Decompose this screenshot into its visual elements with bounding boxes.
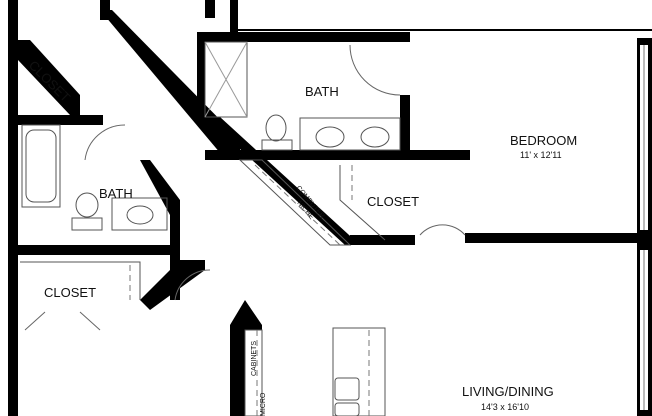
micro-label: MICRO bbox=[260, 392, 267, 416]
fixtures bbox=[20, 41, 401, 416]
closet-left-label: CLOSET bbox=[44, 285, 96, 300]
bedroom-size: 11' x 12'11 bbox=[520, 150, 562, 160]
bath-top-label: BATH bbox=[305, 84, 339, 99]
living-dining-label: LIVING/DINING bbox=[462, 384, 554, 399]
living-dining-size: 14'3 x 16'10 bbox=[481, 402, 529, 412]
walls bbox=[8, 0, 652, 416]
cabinets-label: CABINETS bbox=[251, 341, 258, 376]
bedroom-label: BEDROOM bbox=[510, 133, 577, 148]
doors bbox=[24, 44, 466, 331]
closet-mid-label: CLOSET bbox=[367, 194, 419, 209]
bath-left-label: BATH bbox=[99, 186, 133, 201]
